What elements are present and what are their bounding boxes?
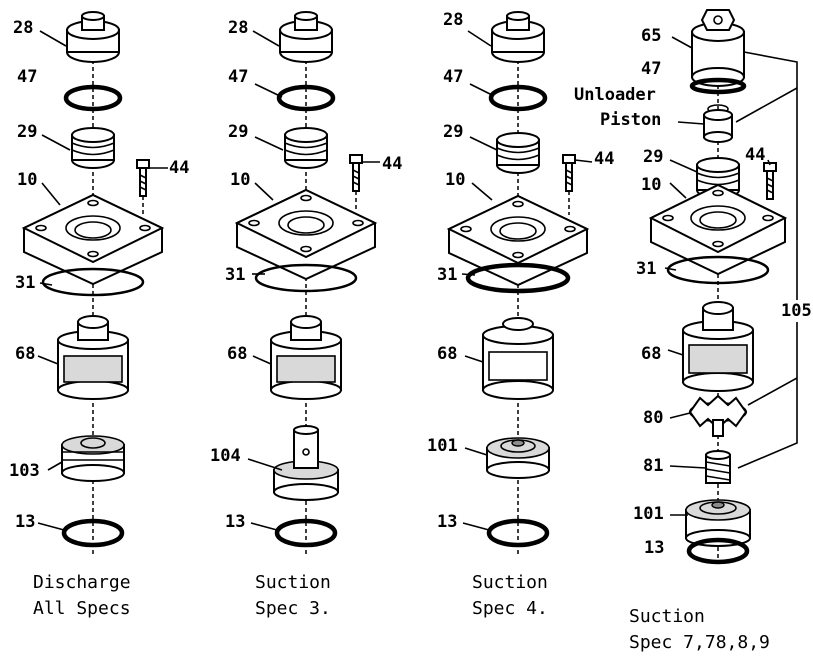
valve-101 — [486, 437, 550, 479]
caption-line2: Spec 4. — [472, 598, 548, 619]
label-cage: 68 — [437, 344, 457, 364]
label-valve: 101 — [633, 504, 664, 524]
caption-line2: All Specs — [33, 598, 131, 619]
label-oring-top: 47 — [228, 67, 248, 87]
plug-28 — [279, 11, 333, 63]
label-gasket: 31 — [225, 265, 245, 285]
caption-line1: Suction — [629, 606, 705, 627]
cage-68 — [482, 317, 554, 400]
cage-68 — [57, 315, 129, 400]
plug-28 — [66, 11, 120, 63]
spring-29 — [496, 132, 540, 174]
bolt-44 — [562, 154, 576, 215]
label-unloader-line1: Unloader — [574, 85, 656, 105]
label-seat-ring: 13 — [437, 512, 457, 532]
label-bolt: 44 — [382, 154, 402, 174]
spring-29 — [71, 127, 115, 169]
label-bolt: 44 — [169, 158, 189, 178]
cage-68 — [682, 301, 754, 392]
label-cage: 68 — [227, 344, 247, 364]
gasket-31 — [666, 255, 770, 285]
small-spring-81 — [705, 450, 731, 484]
label-assembly: 105 — [781, 301, 812, 321]
plate-10 — [21, 193, 165, 286]
label-oring-top: 47 — [443, 67, 463, 87]
caption-line1: Discharge — [33, 572, 131, 593]
label-plug: 28 — [443, 10, 463, 30]
bolt-44 — [349, 154, 363, 212]
caption-line2: Spec 3. — [255, 598, 331, 619]
seat-ring-13 — [61, 518, 125, 548]
caption-line2: Spec 7,78,8,9 — [629, 632, 770, 653]
valve-104 — [273, 425, 339, 501]
label-plug: 28 — [228, 18, 248, 38]
column-discharge: 28 47 29 44 10 31 68 103 13 Discharge Al… — [9, 11, 189, 619]
column-suction-spec-4: 28 47 29 44 10 31 68 101 13 Suction Spec… — [427, 10, 614, 619]
label-seat-ring: 13 — [644, 538, 664, 558]
label-bolt: 44 — [745, 145, 765, 165]
oring-47 — [63, 84, 123, 112]
label-seat-ring: 13 — [15, 512, 35, 532]
plate-10 — [234, 188, 378, 281]
valve-101 — [685, 499, 751, 547]
label-gasket: 31 — [636, 259, 656, 279]
label-plate: 10 — [17, 170, 37, 190]
label-plug: 28 — [13, 18, 33, 38]
label-cage: 68 — [641, 344, 661, 364]
label-plug: 65 — [641, 26, 661, 46]
oring-47 — [276, 84, 336, 112]
label-unloader-line2: Piston — [600, 110, 661, 130]
column-suction-spec-3: 28 47 29 44 10 31 68 104 13 Suction Spec… — [210, 11, 402, 619]
label-valve: 104 — [210, 446, 241, 466]
gasket-31 — [254, 263, 358, 293]
label-spring: 29 — [643, 147, 663, 167]
unloader-piston — [703, 104, 733, 143]
label-plate: 10 — [445, 170, 465, 190]
label-bolt: 44 — [594, 149, 614, 169]
seat-ring-13 — [486, 518, 550, 548]
bolt-44 — [763, 162, 777, 200]
label-spring: 29 — [228, 122, 248, 142]
seat-ring-13 — [686, 537, 750, 565]
seat-ring-13 — [274, 518, 338, 548]
label-plate: 10 — [230, 170, 250, 190]
valve-103 — [61, 435, 125, 482]
label-seat-ring: 13 — [225, 512, 245, 532]
label-plate: 10 — [641, 175, 661, 195]
label-spring: 29 — [17, 122, 37, 142]
oring-47 — [488, 84, 548, 112]
spring-29 — [284, 127, 328, 169]
plug-28 — [491, 11, 545, 63]
bracket-105 — [735, 51, 798, 469]
label-gasket: 31 — [437, 265, 457, 285]
label-star: 80 — [643, 408, 663, 428]
plate-10 — [446, 194, 590, 287]
label-oring-top: 47 — [17, 67, 37, 87]
plate-10 — [648, 183, 788, 276]
gasket-31 — [41, 267, 145, 297]
label-gasket: 31 — [15, 273, 35, 293]
label-oring-top: 47 — [641, 59, 661, 79]
plug-65 — [691, 9, 745, 87]
caption-line1: Suction — [255, 572, 331, 593]
label-valve: 103 — [9, 461, 40, 481]
gasket-31 — [465, 262, 571, 294]
cage-68 — [270, 315, 342, 400]
oring-47 — [689, 77, 747, 95]
label-cage: 68 — [15, 344, 35, 364]
column-suction-spec-7-8-9: 65 47 Unloader Piston 29 44 10 31 105 68… — [574, 9, 812, 653]
caption-line1: Suction — [472, 572, 548, 593]
label-small-spring: 81 — [643, 456, 663, 476]
star-80 — [688, 394, 748, 437]
label-spring: 29 — [443, 122, 463, 142]
bolt-44 — [136, 159, 150, 215]
label-valve: 101 — [427, 436, 458, 456]
